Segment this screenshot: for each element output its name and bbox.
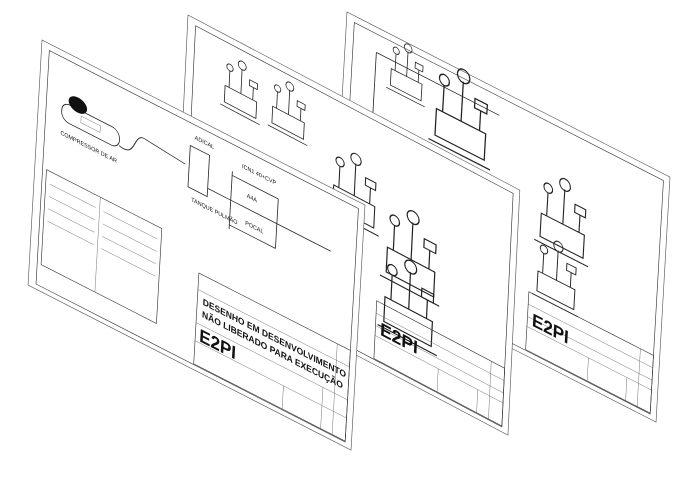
branch2-label: A4A	[247, 193, 258, 204]
legend-box	[40, 169, 163, 324]
tank-symbol	[187, 144, 210, 198]
compressor-symbol	[61, 96, 120, 147]
sheet-1: COMPRESSOR DE AR ADICAL TANQUE PULMÃO IC…	[27, 39, 366, 451]
